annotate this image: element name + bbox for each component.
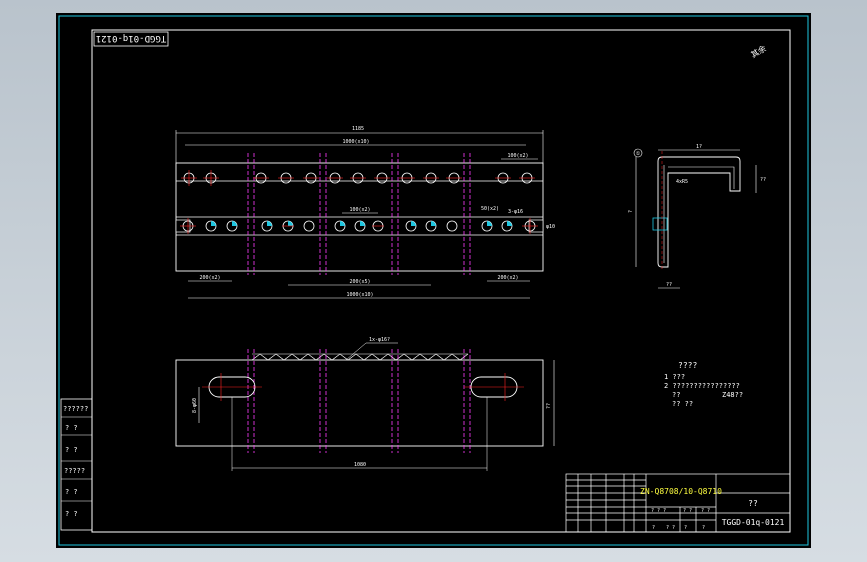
title-product: ZN-Q8708/10-Q8710 [640, 487, 722, 496]
title-scale-0: ? ? ? [651, 508, 666, 514]
dim-right-pitch: 100(x2) [507, 153, 528, 159]
left-label-1: ? ? [65, 424, 78, 432]
dim-overall-top: 1185 [352, 126, 364, 132]
note-2: 2 ???????????????? [664, 382, 740, 390]
section-width-dim: ?? [760, 177, 766, 183]
inner-border [91, 29, 791, 533]
section-bottom-dim: ?? [666, 282, 672, 288]
plan-view: 1x-φ16? 8-φ60 ?? 1080 [175, 337, 555, 471]
section-marker: ① [636, 151, 641, 157]
note-5: ?? ?? [672, 400, 693, 408]
notes-title: ???? [678, 361, 697, 370]
front-section-lines [247, 153, 471, 275]
title-scale-2: ? ? [701, 508, 710, 514]
front-view: 1185 1000(x10) 100(x2) [175, 126, 555, 299]
title-name: ?? [748, 499, 758, 508]
section-top-dim: 1? [696, 144, 702, 150]
drawing-svg: TGGD-01q-0121 其余 ?????? ? ? ? ? ????? ? … [58, 15, 809, 546]
outer-border [58, 15, 809, 546]
corner-mark: 其余 [749, 43, 768, 60]
rotated-code: TGGD-01q-0121 [96, 33, 166, 43]
dim-left-top: 50(x2) [481, 206, 499, 212]
technical-notes: ???? 1 ??? 2 ???????????????? ?? Z48?? ?… [664, 361, 743, 408]
left-label-5: ? ? [65, 510, 78, 518]
title-scale-1: ? ? [683, 508, 692, 514]
dim-holes-span: 1000(x10) [342, 139, 369, 145]
left-label-2: ? ? [65, 446, 78, 454]
title-bottom-3: ? [702, 525, 705, 531]
note-1: 1 ??? [664, 373, 685, 381]
dim-bottom-left: 200(x2) [199, 275, 220, 281]
plan-bottom-dim: 1080 [354, 462, 366, 468]
title-code: TGGD-01q-0121 [722, 518, 785, 527]
dim-bottom-mid: 200(x5) [349, 279, 370, 285]
dim-bottom-right: 200(x2) [497, 275, 518, 281]
dim-side-small: φ10 [546, 224, 555, 230]
title-block [565, 473, 791, 533]
cad-drawing-canvas[interactable]: TGGD-01q-0121 其余 ?????? ? ? ? ? ????? ? … [56, 13, 811, 548]
rotated-code-box [93, 31, 169, 47]
front-top-hole-centers [181, 170, 535, 186]
front-bottom-hole-centers [180, 218, 538, 234]
plan-plate-outline [175, 359, 544, 447]
title-bottom-0: ? [652, 525, 655, 531]
dim-right-slot: 3-φ16 [508, 209, 523, 215]
left-label-column: ?????? ? ? ? ? ????? ? ? ? ? [60, 398, 93, 531]
left-label-4: ? ? [65, 488, 78, 496]
front-bottom-hole-fills [211, 221, 512, 226]
plan-leader: 1x-φ16? [369, 337, 390, 343]
plan-slot-dim: 8-φ60 [192, 398, 198, 413]
title-bottom-1: ? ? [666, 525, 675, 531]
section-view: 1? ? ?? 4xR5 ?? ① [628, 144, 766, 289]
section-height-dim: ? [628, 210, 634, 213]
dim-bottom-total: 1000(x10) [346, 292, 373, 298]
note-3: ?? [672, 391, 680, 399]
note-4: Z48?? [722, 391, 743, 399]
plan-height-dim: ?? [546, 403, 552, 409]
section-inner-dim: 4xR5 [676, 179, 688, 185]
left-label-0: ?????? [63, 405, 88, 413]
title-bottom-2: ? [684, 525, 687, 531]
dim-mid-top: 100(x2) [349, 207, 370, 213]
left-label-3: ????? [64, 467, 85, 475]
